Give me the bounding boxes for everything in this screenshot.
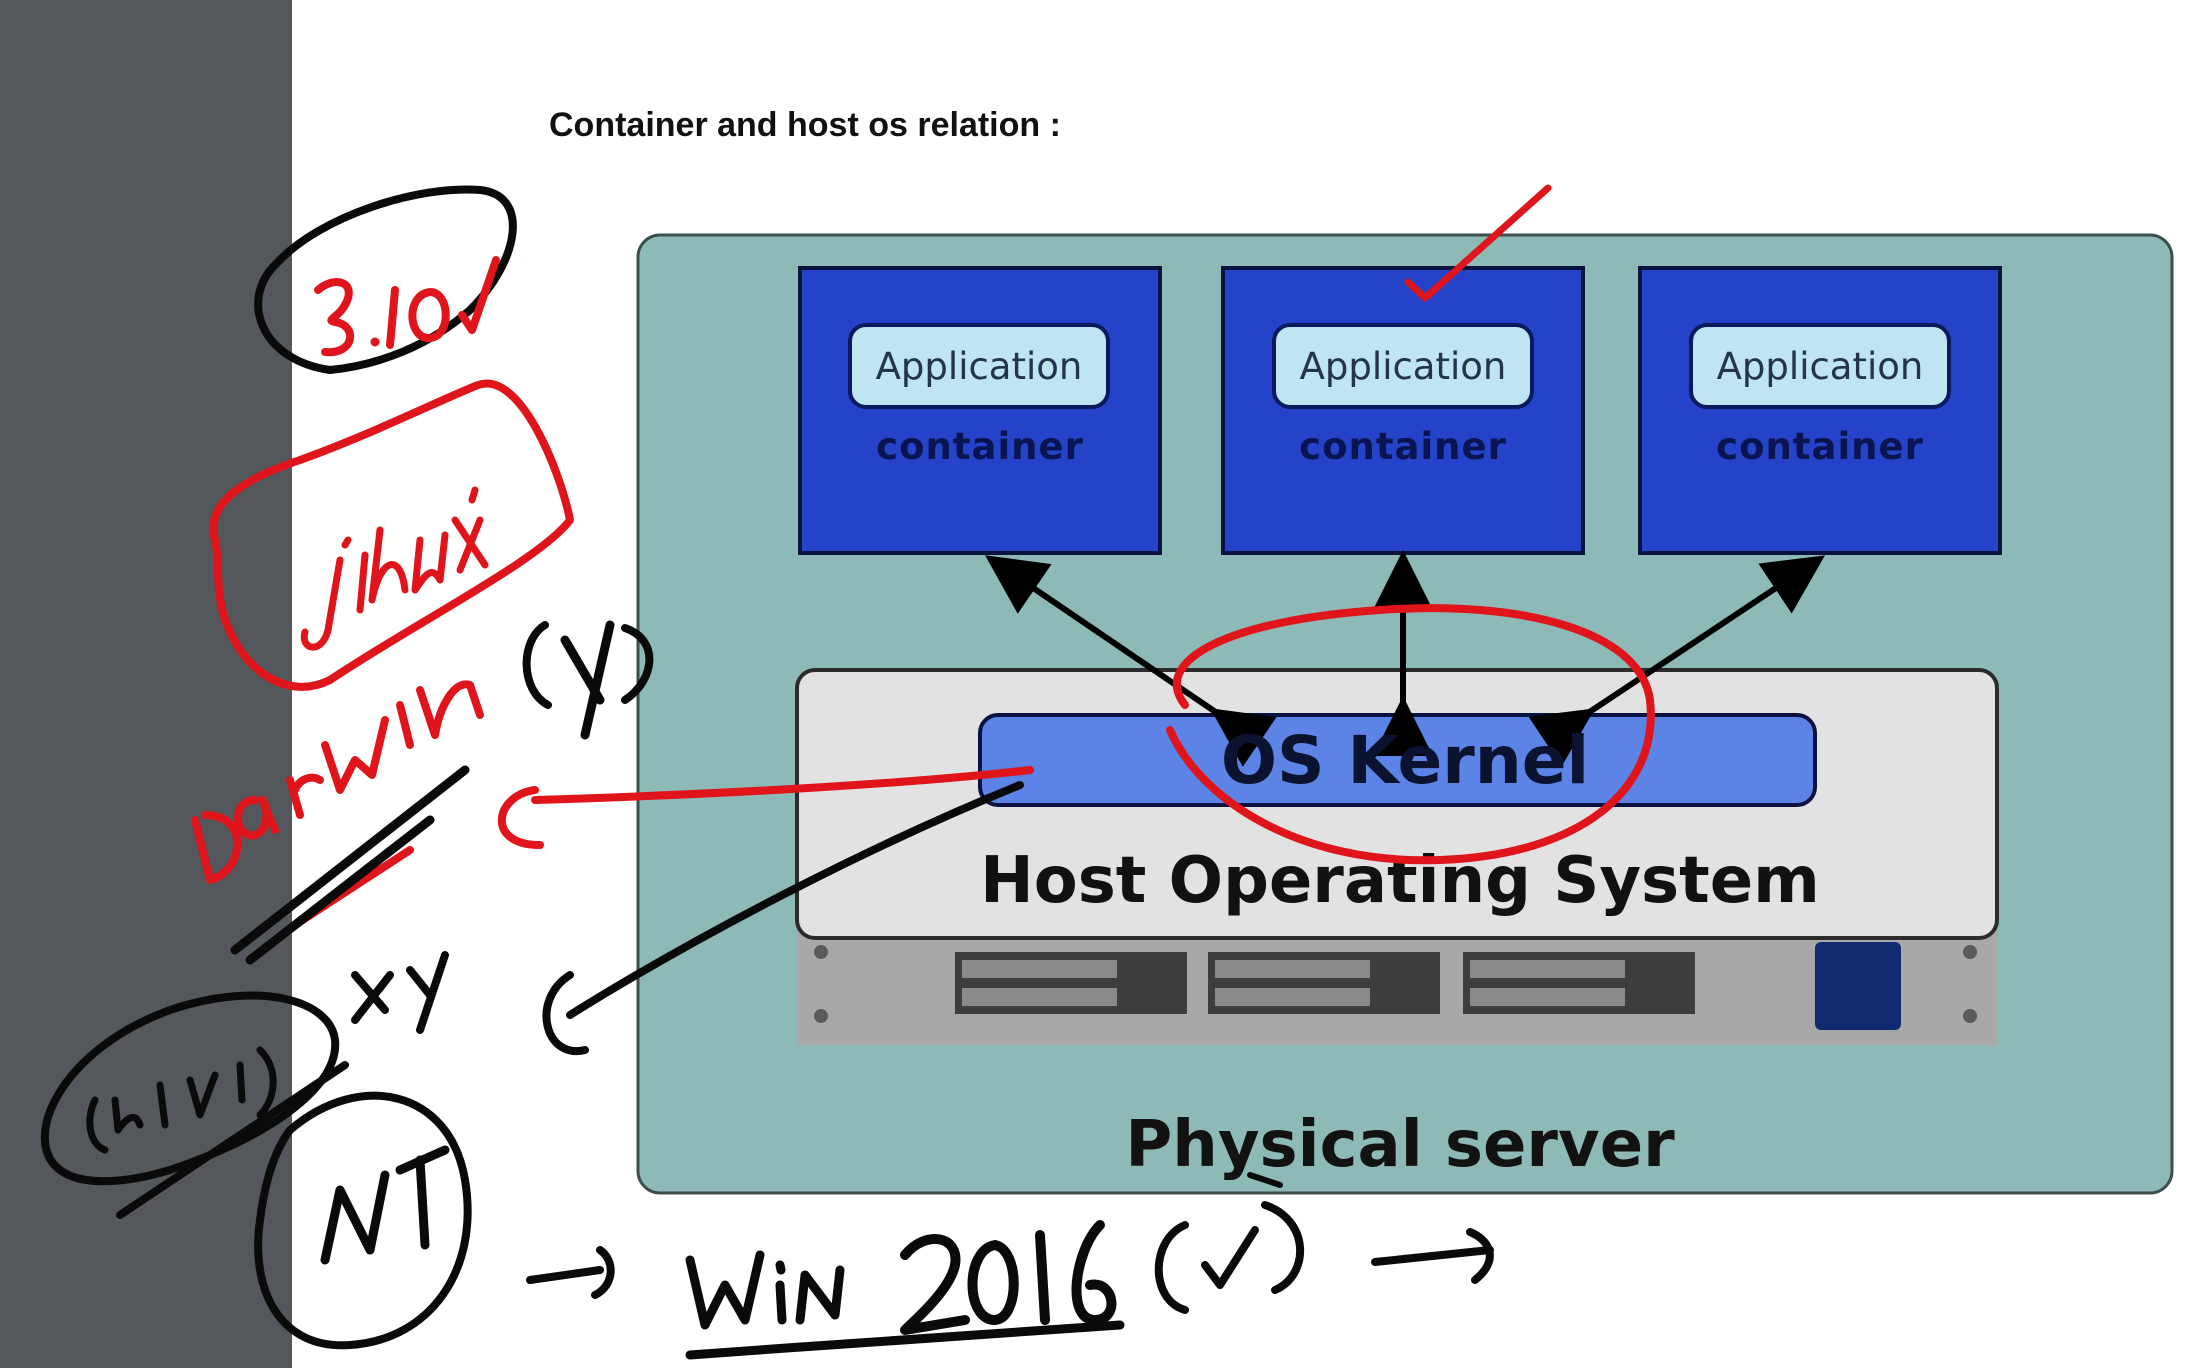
black-circle-nt xyxy=(254,1091,472,1350)
red-circle-kernel xyxy=(1166,604,1655,865)
red-checkmark xyxy=(1404,184,1552,302)
container-label-3: container xyxy=(1716,425,1924,468)
black-x-paren xyxy=(522,621,552,709)
container-box-1 xyxy=(798,266,1162,555)
arrow-left xyxy=(985,555,1277,767)
arrow-right xyxy=(1528,555,1825,767)
red-box-linux xyxy=(209,379,574,691)
black-right-arrow xyxy=(1371,1246,1494,1266)
container-label-1: container xyxy=(876,425,1084,468)
container-label-2: container xyxy=(1299,425,1507,468)
black-xy xyxy=(351,971,394,1024)
black-kernel-pointer xyxy=(566,781,1024,1019)
app-pill-2: Application xyxy=(1272,323,1534,409)
black-check-paren xyxy=(1154,1221,1189,1314)
app-pill-3: Application xyxy=(1689,323,1951,409)
red-kernel-pointer xyxy=(531,766,1034,804)
page-heading: Container and host os relation : xyxy=(549,106,1061,144)
container-box-3 xyxy=(1638,266,2002,555)
black-oval-ulv xyxy=(40,991,340,1186)
black-win xyxy=(685,1250,765,1330)
physical-server-label: Physical server xyxy=(1125,1108,1675,1182)
app-pill-1: Application xyxy=(848,323,1110,409)
black-2016 xyxy=(900,1234,970,1335)
server-rack xyxy=(797,930,1997,1045)
kernel-label: OS Kernel xyxy=(1220,722,1590,799)
black-oval-310 xyxy=(254,185,517,374)
red-darwin xyxy=(191,811,242,884)
black-underline-2016 xyxy=(685,1320,1125,1360)
